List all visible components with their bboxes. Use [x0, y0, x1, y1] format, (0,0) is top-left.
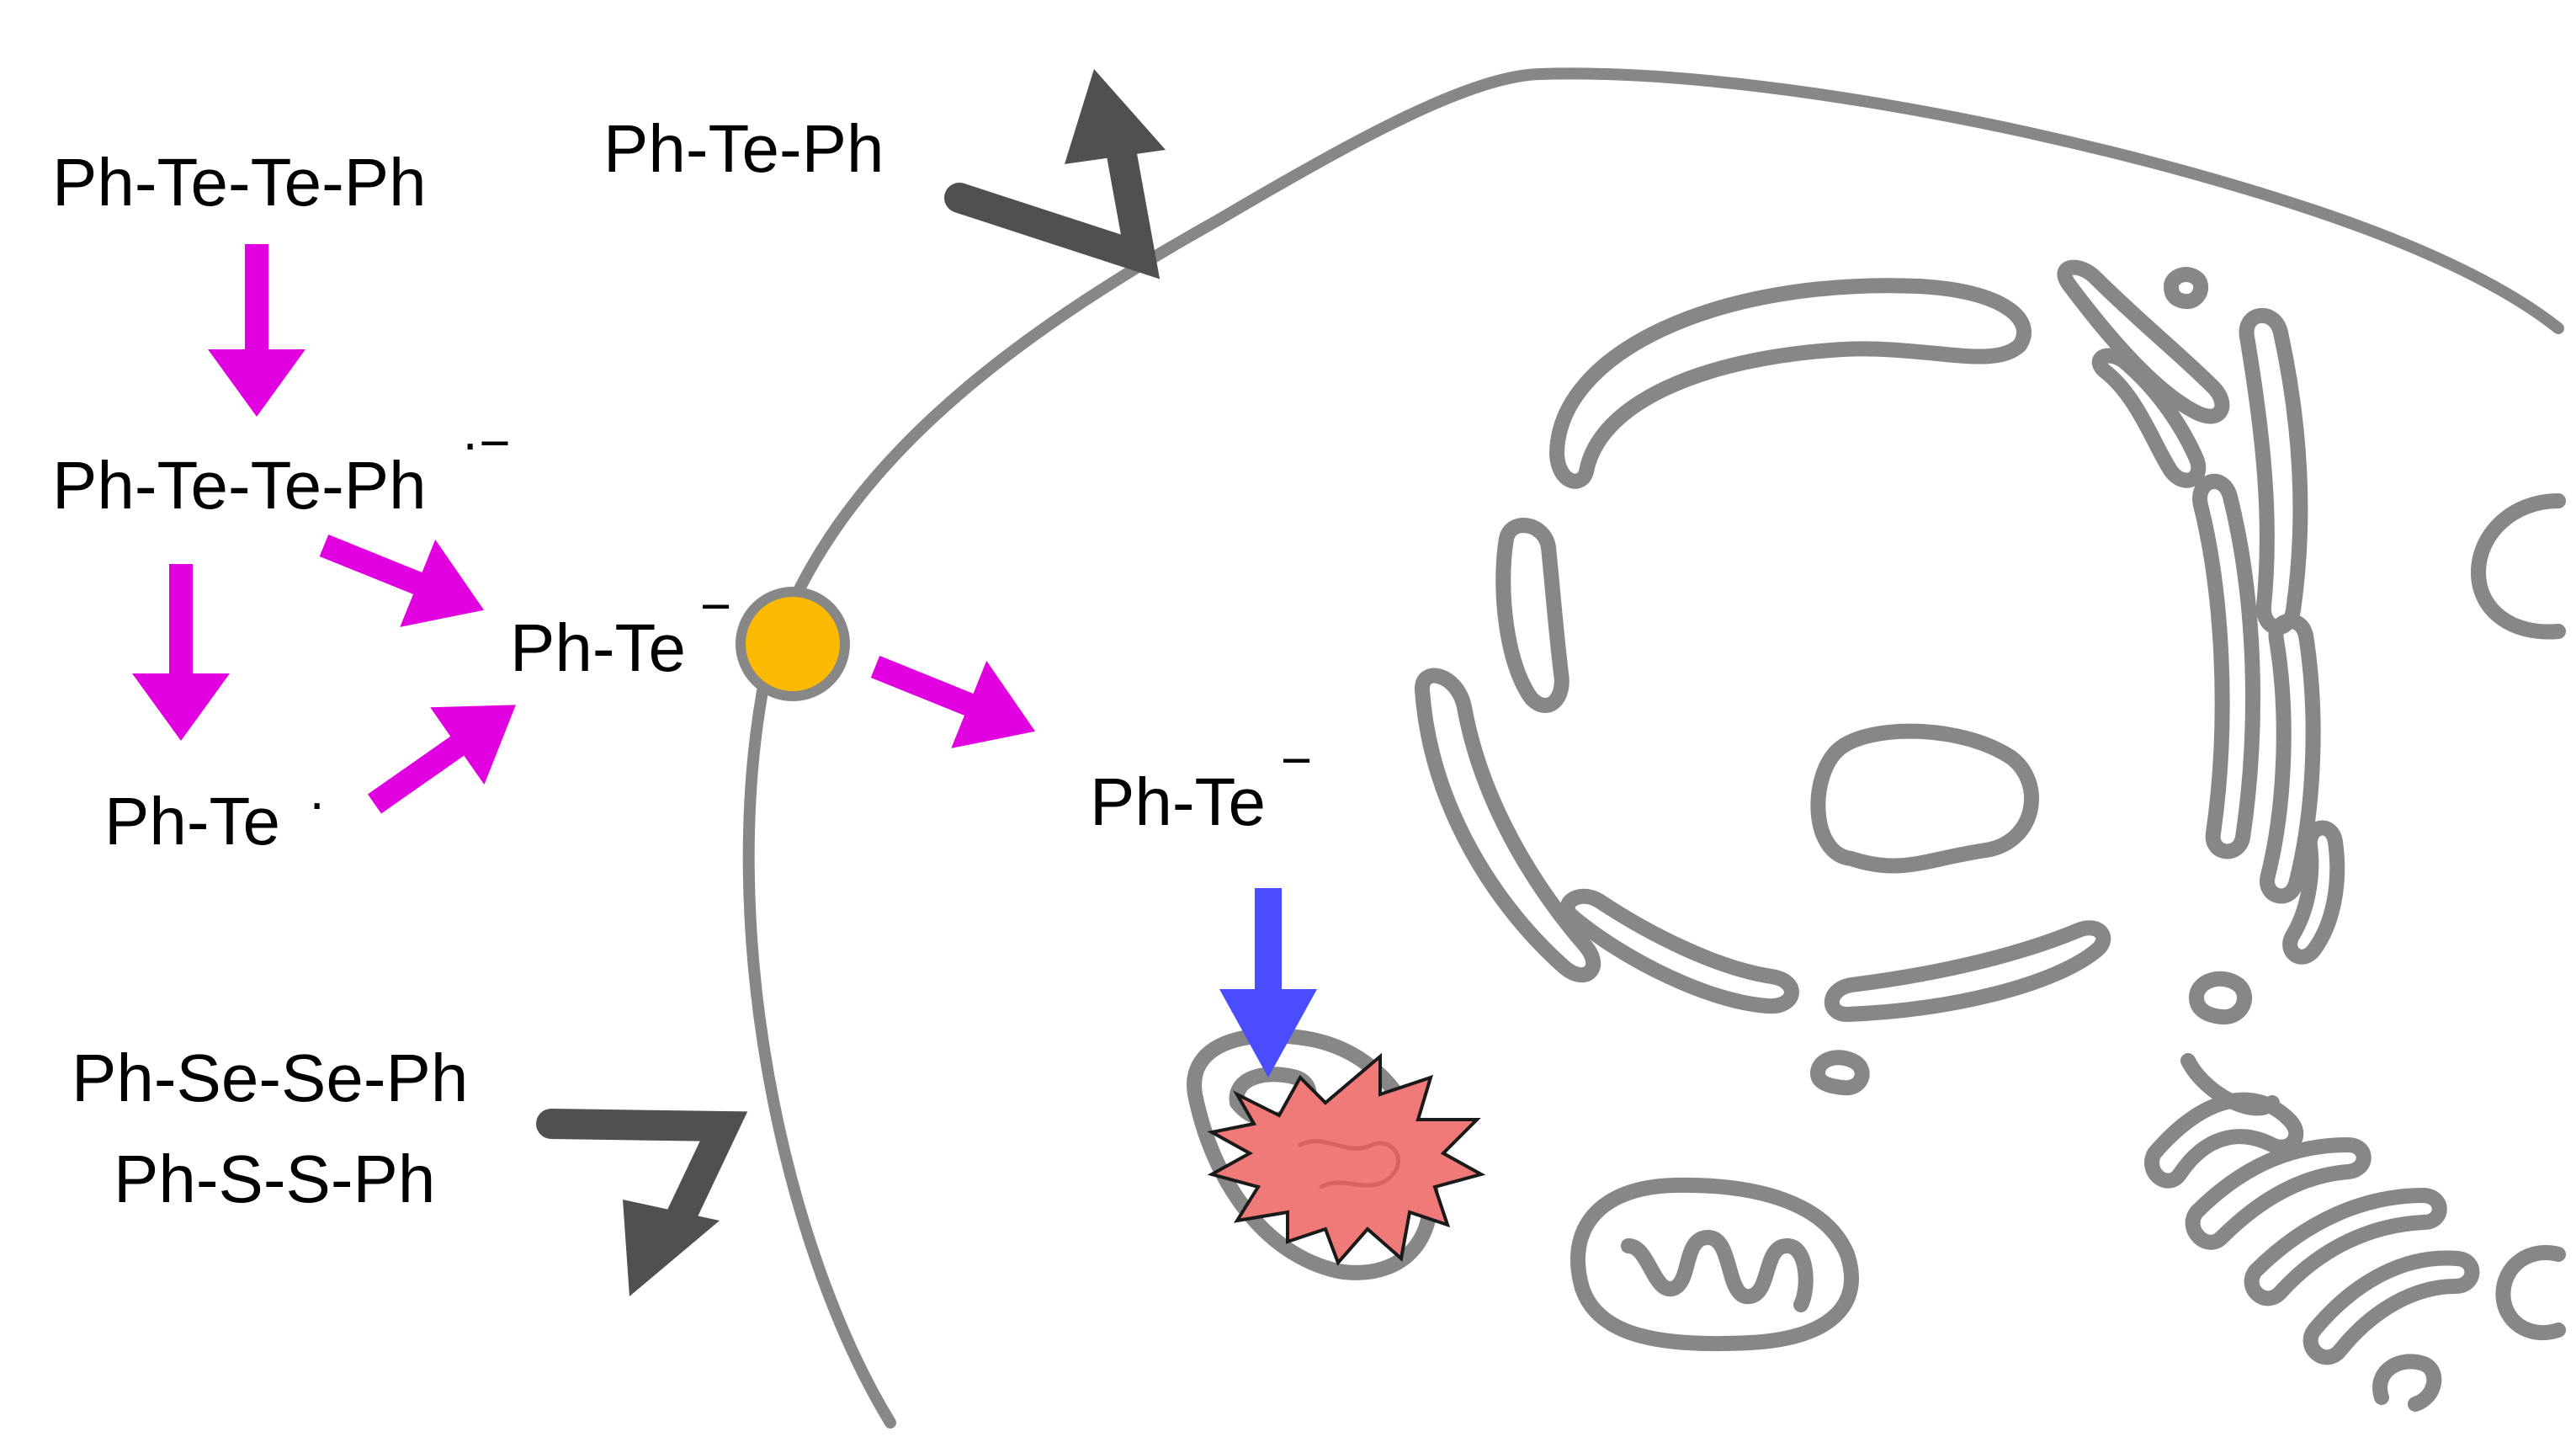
arrow-attack-mitochondrion-icon	[1219, 888, 1317, 1078]
golgi-b-4	[2244, 1188, 2447, 1306]
arrow-bounce-down-head	[623, 1200, 720, 1296]
cell-membrane	[742, 67, 2564, 1429]
label-radical-anion: Ph-Te-Te-Ph	[52, 448, 427, 523]
vesicle-bottom-edge	[2372, 1354, 2442, 1412]
arrow-bounce-down-icon	[536, 1109, 748, 1257]
golgi-stack-bottom	[2144, 971, 2566, 1412]
arrow-bounce-out-head	[1065, 69, 1166, 164]
label-diselenide: Ph-Se-Se-Ph	[72, 1040, 468, 1115]
vesicle-bottom-right	[2189, 971, 2252, 1024]
explosion-burst-icon	[1207, 1052, 1486, 1266]
burst-texture	[1298, 1139, 1400, 1189]
golgi-cisterna-3	[2239, 308, 2308, 635]
label-tellurolate-inner-charge: −	[1281, 730, 1312, 790]
arrow-radical-to-tellurolate-icon	[367, 705, 516, 814]
arrow-radical-anion-to-tellurolate-icon	[319, 535, 485, 627]
partial-organelle-lower-right	[2495, 1245, 2566, 1341]
label-tellurolate-outer: Ph-Te	[510, 610, 686, 685]
mitochondrion-bottom	[1570, 1177, 1859, 1352]
golgi-cisterna-6	[2282, 820, 2345, 965]
arrow-bounce-out-icon	[944, 103, 1161, 279]
er-cisterna-bottom	[1824, 920, 2111, 1022]
golgi-cisterna-5	[2260, 613, 2321, 904]
arrow-down-reduction-icon	[208, 244, 305, 417]
label-radical-anion-charge: ·−	[461, 412, 511, 473]
golgi-cisterna-2	[2091, 348, 2207, 488]
golgi-b-3	[2185, 1137, 2372, 1250]
golgi-stack-right	[2057, 259, 2345, 965]
mitochondrion-outer	[1570, 1177, 1859, 1352]
vesicle-small-bottom	[1810, 1050, 1870, 1096]
er-cisterna-left	[1415, 668, 1601, 983]
nucleus-envelope	[1415, 278, 2111, 1096]
mitochondrion-cristae	[1621, 1230, 1814, 1312]
partial-organelle-right	[2471, 493, 2566, 640]
golgi-b-5	[2302, 1250, 2480, 1365]
arrow-down-cleavage-icon	[132, 564, 230, 741]
arrow-into-cell-icon	[870, 656, 1036, 748]
label-disulfide: Ph-S-S-Ph	[114, 1141, 435, 1216]
nucleolus	[1810, 723, 2039, 874]
er-cisterna-top	[1549, 278, 2032, 489]
vesicle-golgi-top	[2164, 267, 2209, 310]
label-tellurolate-outer-charge: −	[700, 576, 731, 636]
transporter-circle	[736, 587, 850, 701]
golgi-cisterna-4	[2192, 473, 2260, 859]
pathway-arrows	[132, 244, 1036, 814]
golgi-b-2	[2144, 1092, 2304, 1189]
label-tellurium-radical-dot: ·	[308, 772, 326, 833]
label-extracellular-ditelluride: Ph-Te-Ph	[603, 111, 884, 186]
er-cisterna-bottom-left	[1559, 888, 1799, 1014]
label-diphenyl-ditelluride: Ph-Te-Te-Ph	[52, 145, 427, 220]
label-tellurium-radical: Ph-Te	[104, 784, 280, 859]
er-cisterna-left-upper	[1495, 518, 1570, 713]
label-tellurolate-inner: Ph-Te	[1090, 764, 1266, 839]
